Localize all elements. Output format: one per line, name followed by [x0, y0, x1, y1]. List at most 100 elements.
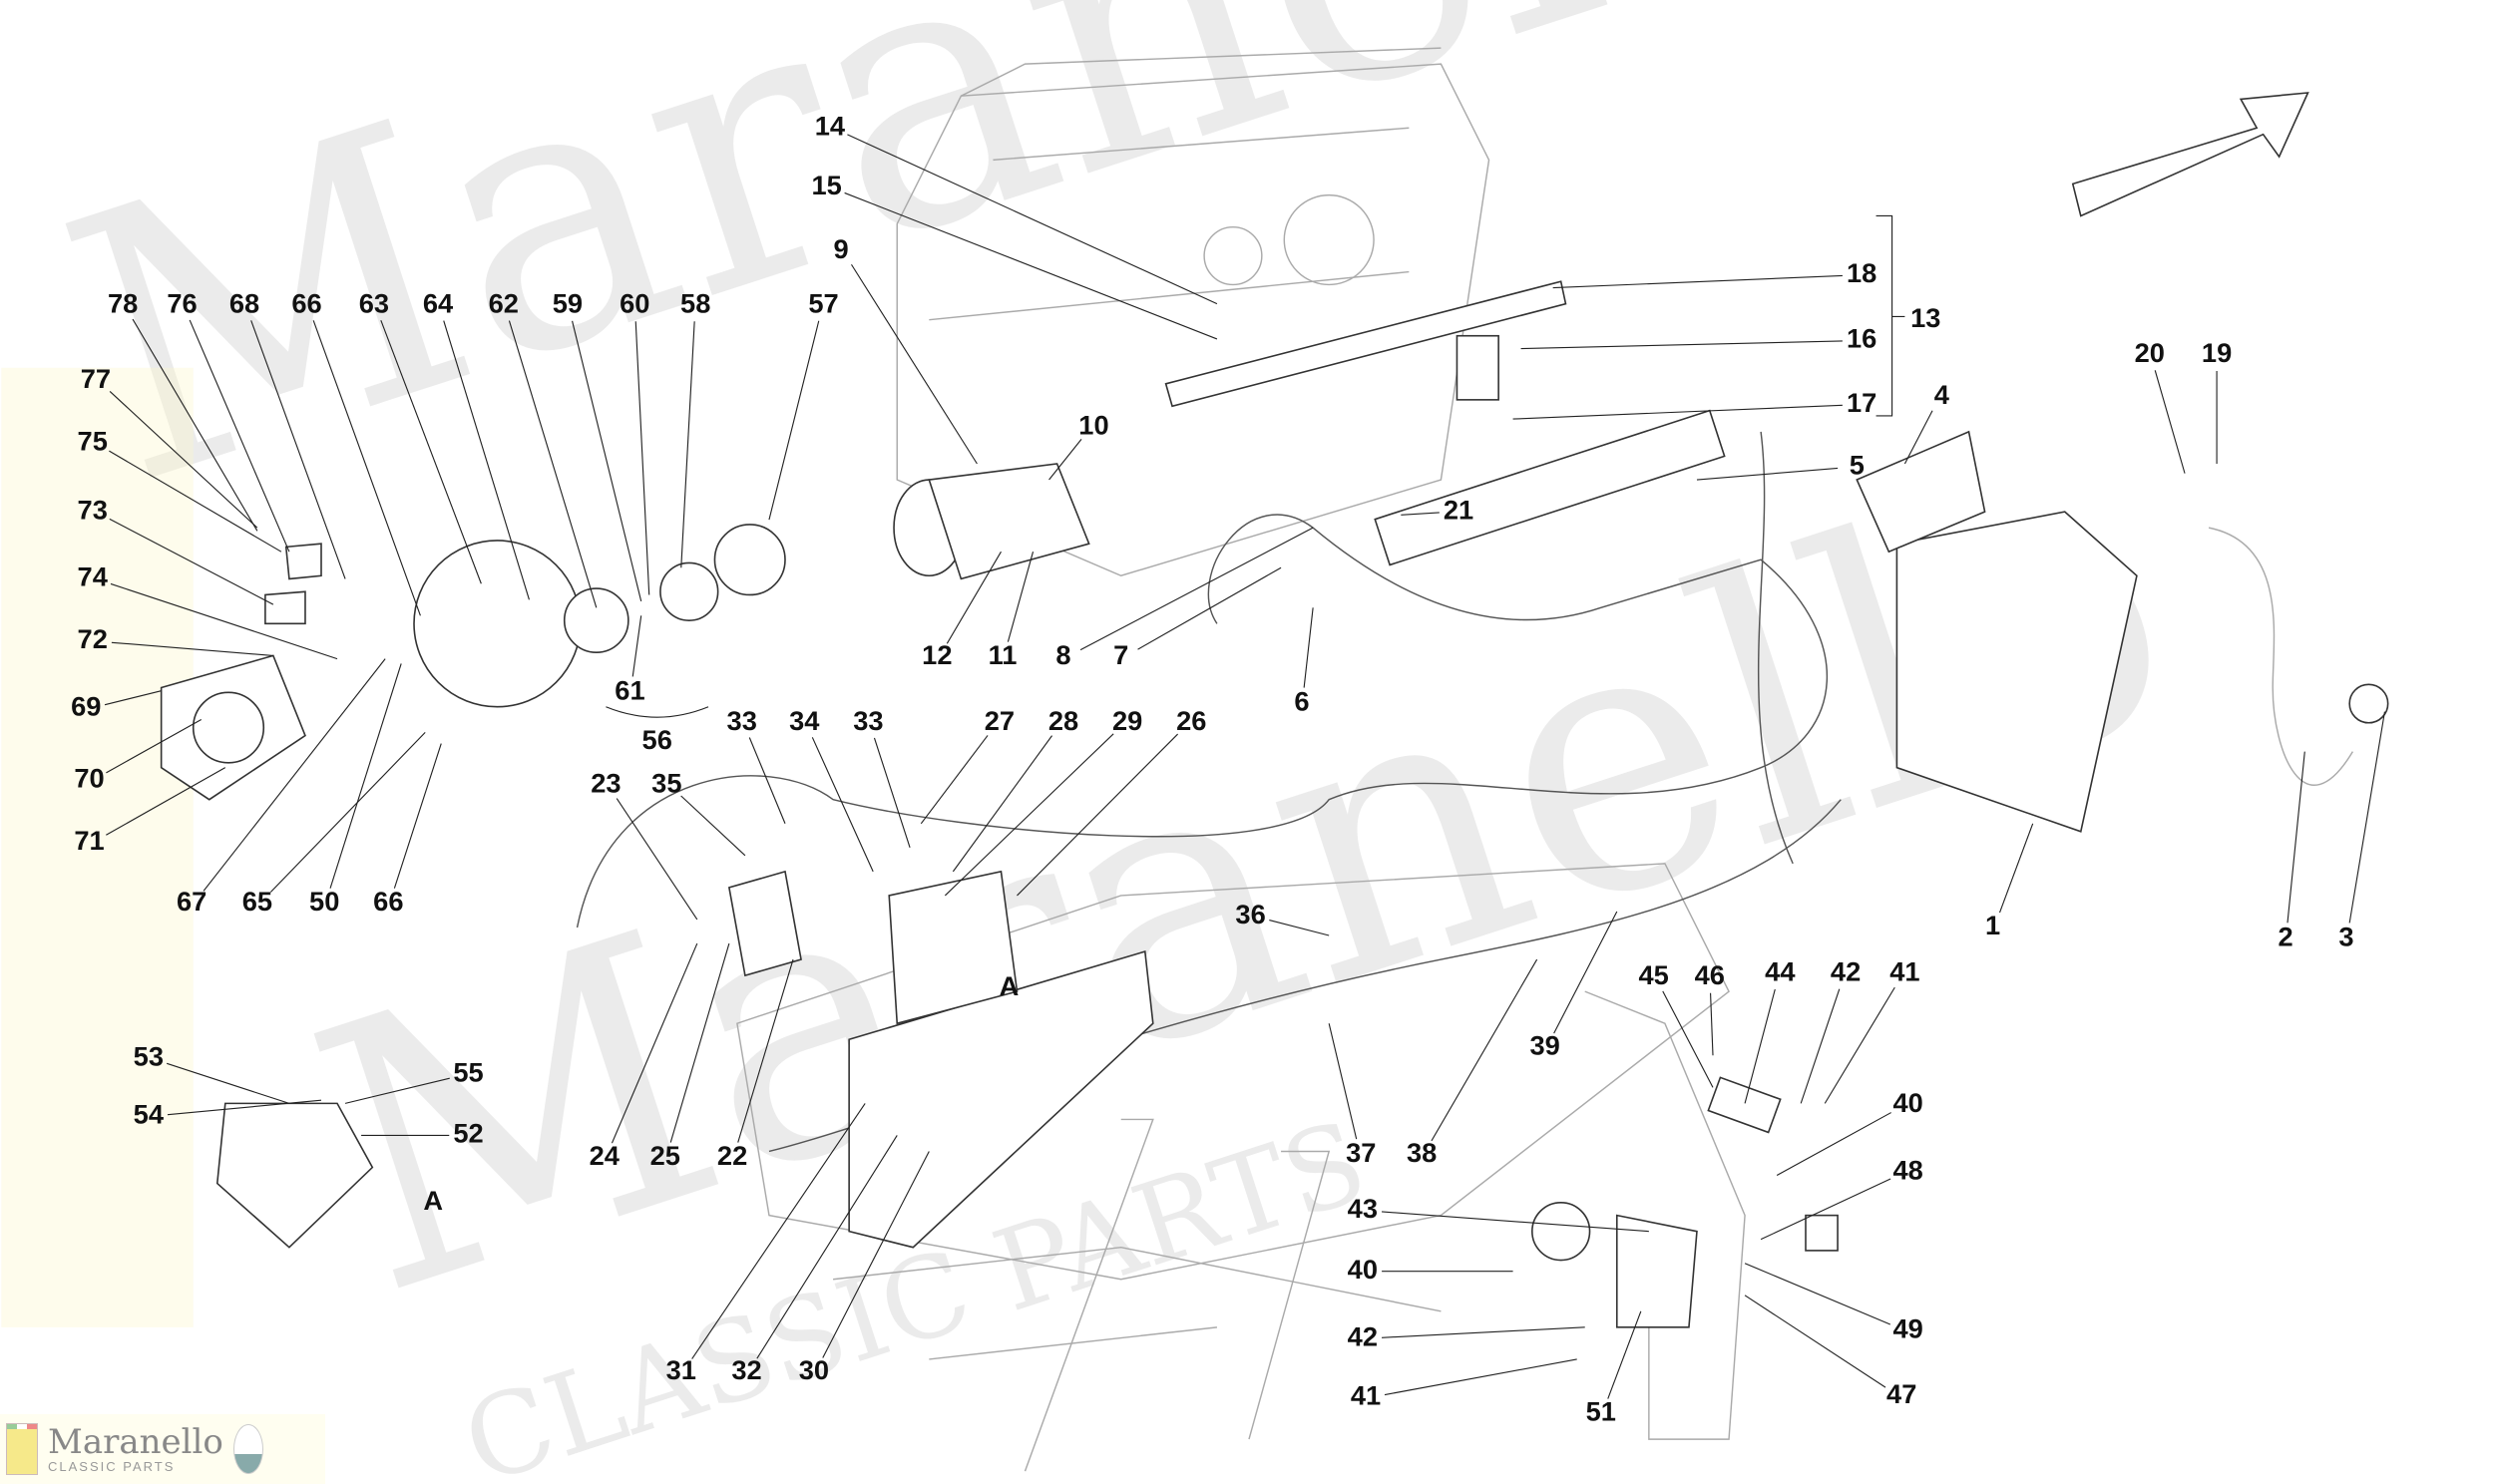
- callout-30[interactable]: 30: [799, 1354, 829, 1385]
- callout-35[interactable]: 35: [651, 767, 681, 798]
- leader-line: [1696, 467, 1839, 481]
- callout-56[interactable]: 56: [642, 724, 672, 755]
- callout-60[interactable]: 60: [620, 287, 649, 318]
- callout-14[interactable]: 14: [815, 110, 846, 141]
- callout-26[interactable]: 26: [1176, 705, 1206, 736]
- callout-11[interactable]: 11: [989, 639, 1018, 670]
- callout-27[interactable]: 27: [985, 705, 1015, 736]
- callout-9[interactable]: 9: [834, 233, 849, 264]
- leader-line: [111, 641, 273, 656]
- callout-4[interactable]: 4: [1934, 379, 1950, 410]
- callout-67[interactable]: 67: [177, 886, 207, 917]
- callout-33[interactable]: 33: [727, 705, 757, 736]
- callout-36[interactable]: 36: [1235, 899, 1265, 929]
- callout-52[interactable]: 52: [453, 1118, 483, 1149]
- callout-8[interactable]: 8: [1055, 639, 1070, 670]
- leader-line: [250, 320, 346, 579]
- callout-19[interactable]: 19: [2202, 337, 2232, 368]
- callout-2[interactable]: 2: [2278, 921, 2292, 951]
- callout-41[interactable]: 41: [1351, 1380, 1381, 1411]
- callout-42[interactable]: 42: [1831, 956, 1861, 987]
- callout-70[interactable]: 70: [74, 763, 104, 794]
- callout-5[interactable]: 5: [1850, 449, 1865, 480]
- callout-21[interactable]: 21: [1444, 494, 1473, 525]
- callout-50[interactable]: 50: [309, 886, 339, 917]
- callout-42[interactable]: 42: [1348, 1320, 1378, 1351]
- callout-16[interactable]: 16: [1847, 323, 1876, 354]
- callout-25[interactable]: 25: [650, 1140, 680, 1171]
- callout-17[interactable]: 17: [1847, 387, 1876, 418]
- callout-62[interactable]: 62: [489, 287, 519, 318]
- leader-line: [1431, 958, 1538, 1142]
- leader-line: [1776, 1112, 1891, 1177]
- callout-3[interactable]: 3: [2338, 921, 2353, 951]
- callout-61[interactable]: 61: [615, 674, 644, 705]
- callout-38[interactable]: 38: [1407, 1137, 1437, 1168]
- callout-66[interactable]: 66: [291, 287, 321, 318]
- callout-78[interactable]: 78: [108, 287, 138, 318]
- callout-40[interactable]: 40: [1348, 1254, 1378, 1285]
- callout-74[interactable]: 74: [78, 561, 109, 592]
- callout-72[interactable]: 72: [78, 623, 108, 654]
- callout-45[interactable]: 45: [1639, 959, 1669, 990]
- callout-57[interactable]: 57: [808, 287, 838, 318]
- callout-63[interactable]: 63: [359, 287, 389, 318]
- callout-13[interactable]: 13: [1910, 302, 1940, 333]
- callout-69[interactable]: 69: [71, 691, 101, 722]
- callout-20[interactable]: 20: [2135, 337, 2165, 368]
- leader-line: [2348, 711, 2386, 924]
- callout-a[interactable]: A: [1000, 970, 1020, 1001]
- callout-47[interactable]: 47: [1886, 1378, 1916, 1409]
- callout-64[interactable]: 64: [423, 287, 454, 318]
- callout-15[interactable]: 15: [812, 170, 842, 200]
- callout-34[interactable]: 34: [789, 705, 820, 736]
- callout-10[interactable]: 10: [1078, 409, 1108, 440]
- callout-54[interactable]: 54: [134, 1098, 165, 1129]
- callout-24[interactable]: 24: [590, 1140, 621, 1171]
- callout-37[interactable]: 37: [1346, 1137, 1376, 1168]
- callout-40[interactable]: 40: [1892, 1087, 1922, 1118]
- callout-29[interactable]: 29: [1112, 705, 1142, 736]
- callout-1[interactable]: 1: [1985, 910, 2000, 940]
- callout-39[interactable]: 39: [1529, 1029, 1559, 1060]
- callout-48[interactable]: 48: [1892, 1155, 1922, 1186]
- callout-18[interactable]: 18: [1847, 257, 1876, 288]
- leader-line: [1553, 911, 1618, 1034]
- callout-75[interactable]: 75: [78, 425, 108, 456]
- callout-77[interactable]: 77: [81, 363, 111, 394]
- callout-41[interactable]: 41: [1889, 956, 1919, 987]
- callout-31[interactable]: 31: [666, 1354, 696, 1385]
- leader-line: [1381, 1211, 1649, 1233]
- callout-6[interactable]: 6: [1294, 686, 1309, 717]
- callout-73[interactable]: 73: [78, 494, 108, 525]
- callout-59[interactable]: 59: [553, 287, 583, 318]
- callout-46[interactable]: 46: [1695, 959, 1725, 990]
- callout-32[interactable]: 32: [731, 1354, 761, 1385]
- watermark: Maranello Maranello CLASSIC PARTS: [26, 0, 2217, 1484]
- callout-43[interactable]: 43: [1348, 1193, 1378, 1224]
- callout-76[interactable]: 76: [167, 287, 197, 318]
- callout-53[interactable]: 53: [134, 1041, 164, 1072]
- callout-7[interactable]: 7: [1113, 639, 1128, 670]
- leader-line: [1048, 438, 1082, 481]
- callout-68[interactable]: 68: [229, 287, 259, 318]
- callout-23[interactable]: 23: [591, 767, 621, 798]
- callout-71[interactable]: 71: [74, 825, 104, 856]
- leader-line: [680, 795, 746, 857]
- callout-28[interactable]: 28: [1048, 705, 1078, 736]
- leader-line: [669, 942, 730, 1143]
- callout-65[interactable]: 65: [242, 886, 272, 917]
- leader-line: [2154, 370, 2186, 474]
- callout-a[interactable]: A: [423, 1185, 443, 1216]
- callout-22[interactable]: 22: [717, 1140, 747, 1171]
- callout-44[interactable]: 44: [1765, 956, 1796, 987]
- callout-33[interactable]: 33: [853, 705, 883, 736]
- callout-58[interactable]: 58: [680, 287, 710, 318]
- leader-line: [167, 1099, 322, 1116]
- callout-12[interactable]: 12: [922, 639, 952, 670]
- callout-51[interactable]: 51: [1586, 1396, 1616, 1427]
- callout-49[interactable]: 49: [1892, 1312, 1922, 1343]
- callout-55[interactable]: 55: [453, 1057, 483, 1088]
- callout-66[interactable]: 66: [373, 886, 403, 917]
